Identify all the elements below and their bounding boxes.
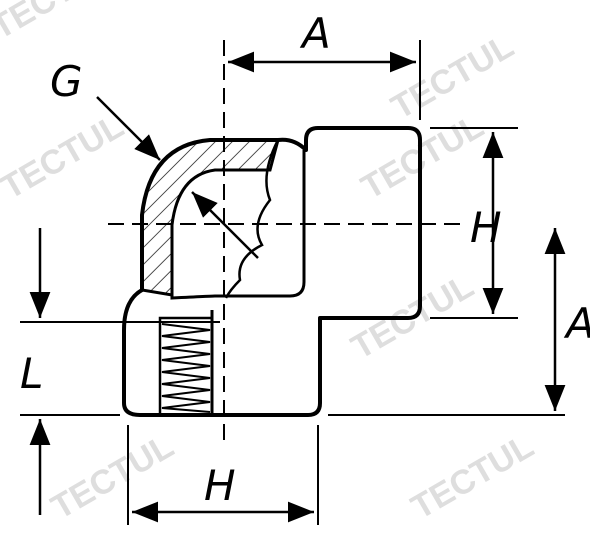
watermark-text: TECTUL	[355, 107, 490, 207]
watermark-text: TECTUL	[0, 107, 130, 207]
label-a-top: A	[299, 9, 331, 58]
inner-bore-wavy	[224, 139, 280, 299]
watermark-text: TECTUL	[405, 427, 540, 527]
label-a-right: A	[563, 299, 590, 348]
leader-g-arrow	[96, 96, 161, 161]
label-h-bottom: H	[204, 461, 236, 510]
leader-h-inner-arrow	[191, 191, 259, 259]
centerlines	[108, 40, 468, 445]
label-l-left: L	[20, 349, 43, 398]
watermark-text: TECTUL	[0, 0, 120, 47]
threaded-section	[158, 310, 214, 417]
dimension-arrows	[29, 51, 566, 523]
label-g: G	[50, 57, 83, 106]
watermark-text: TECTUL	[385, 27, 520, 127]
dimension-labels: G A H A L H	[20, 9, 590, 510]
label-h-right: H	[470, 203, 502, 252]
fitting-outline	[122, 126, 422, 417]
hatched-section	[140, 138, 280, 297]
extension-lines	[20, 40, 565, 525]
inner-bore	[170, 150, 306, 300]
